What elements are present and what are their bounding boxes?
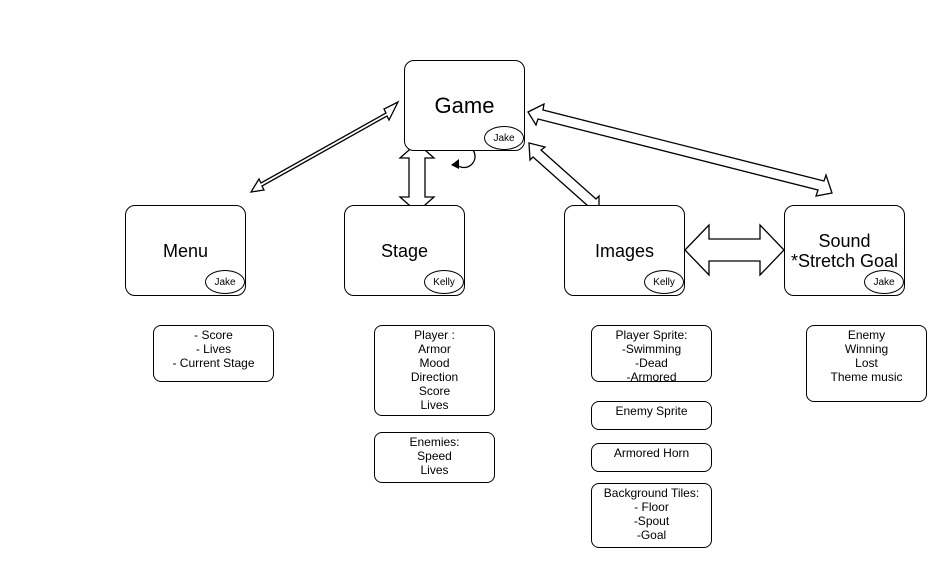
note-enemies: Enemies: Speed Lives — [374, 432, 495, 483]
owner-badge-sound: Jake — [864, 270, 904, 294]
arrow-game-sound — [527, 102, 833, 197]
arrow-game-stage — [398, 142, 436, 213]
arrow-game-images — [528, 142, 600, 213]
arrow-game-menu — [249, 100, 400, 193]
note-sound-list: Enemy Winning Lost Theme music — [806, 325, 927, 402]
node-menu-label: Menu — [162, 240, 209, 261]
note-player-sprite: Player Sprite: -Swimming -Dead -Armored — [591, 325, 712, 384]
note-enemy-sprite: Enemy Sprite — [591, 401, 712, 430]
node-game-label: Game — [434, 92, 495, 118]
node-images-label: Images — [594, 240, 655, 261]
note-menu-info: - Score - Lives - Current Stage — [153, 325, 274, 382]
arrow-images-sound — [684, 223, 785, 277]
owner-badge-images: Kelly — [644, 270, 684, 294]
loop-arrowhead-icon — [451, 159, 459, 169]
note-background-tiles: Background Tiles: - Floor -Spout -Goal — [591, 483, 712, 548]
owner-badge-game: Jake — [484, 126, 524, 150]
note-armored-horn: Armored Horn — [591, 443, 712, 472]
owner-badge-menu: Jake — [205, 270, 245, 294]
node-stage-label: Stage — [380, 240, 429, 261]
node-sound-label: Sound *Stretch Goal — [790, 230, 899, 271]
owner-badge-stage: Kelly — [424, 270, 464, 294]
note-player: Player : Armor Mood Direction Score Live… — [374, 325, 495, 416]
